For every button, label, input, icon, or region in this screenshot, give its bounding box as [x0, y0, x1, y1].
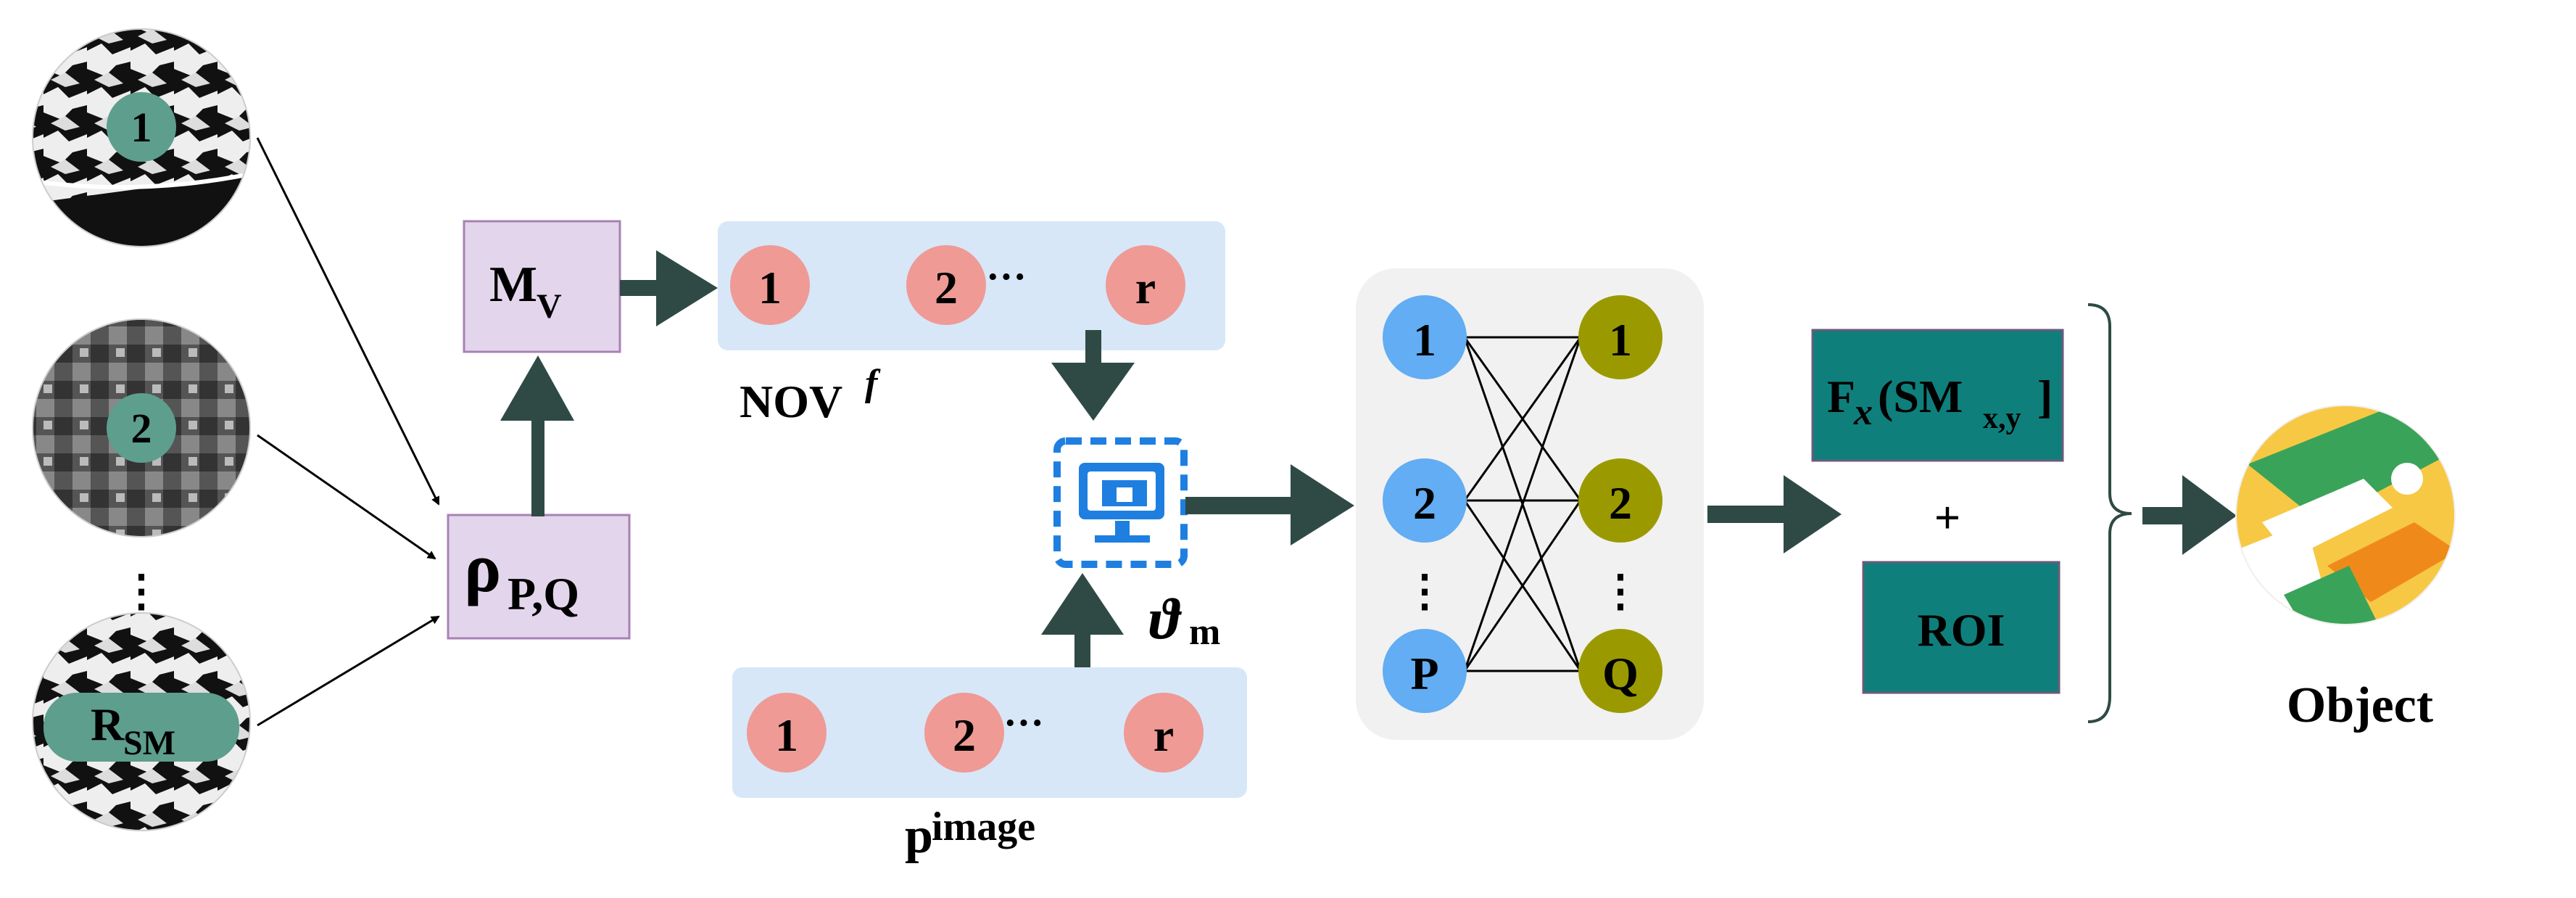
feature-f: F	[1827, 371, 1855, 422]
object-illustration	[2235, 405, 2456, 625]
net-left-node-p: P	[1410, 648, 1438, 699]
roi-box: ROI	[1862, 561, 2061, 694]
rho-subscript: P,Q	[508, 568, 579, 619]
net-right-dots: ⋮	[1599, 567, 1642, 615]
feature-x: x	[1853, 392, 1873, 433]
pimage-label-sup: image	[932, 804, 1035, 849]
input-image-2: 2	[32, 318, 251, 537]
nov-node-r: r	[1135, 262, 1156, 313]
vm-subscript: m	[1189, 611, 1220, 653]
net-right-node-2: 2	[1609, 477, 1632, 529]
plus-sign: +	[1934, 492, 1960, 543]
input-1-label: 1	[131, 104, 152, 151]
mv-main: M	[489, 257, 537, 313]
vm-icon	[1053, 437, 1188, 568]
right-brace	[2087, 303, 2132, 723]
arrow-rho-to-mv	[500, 355, 574, 516]
input-image-1: 1	[32, 28, 251, 247]
arrow-pimage-to-vm	[1041, 573, 1124, 676]
nov-label: NOV	[740, 376, 842, 427]
arrow-nov-to-vm	[1051, 330, 1135, 421]
net-left-dots: ⋮	[1403, 567, 1446, 615]
nov-node-2: 2	[935, 262, 958, 313]
mv-sub: V	[537, 287, 562, 326]
pimage-ellipsis: ···	[1003, 701, 1044, 746]
arrow-network-to-features	[1707, 475, 1842, 553]
net-right-node-q: Q	[1602, 648, 1639, 699]
pimage-node-r: r	[1154, 709, 1174, 761]
net-left-node-2: 2	[1413, 477, 1436, 529]
pimage-label-p: p	[905, 808, 933, 864]
pimage-node-2: 2	[953, 709, 976, 761]
nov-panel: 1 2 ··· r	[718, 221, 1225, 350]
network-panel: 1 2 ⋮ P 1 2 ⋮ Q	[1356, 268, 1704, 740]
mv-box: M V	[463, 220, 621, 353]
feature-close: ]	[2037, 371, 2053, 422]
input-r-sub: SM	[123, 724, 175, 762]
net-right-node-1: 1	[1609, 314, 1632, 366]
object-label: Object	[2287, 677, 2433, 733]
arrow-mv-to-nov	[620, 250, 718, 326]
roi-label: ROI	[1918, 604, 2005, 656]
feature-sub: x,y	[1983, 402, 2021, 435]
network-edges	[1463, 336, 1582, 672]
rho-box: ρ P,Q	[447, 514, 631, 640]
vm-symbol: ϑ	[1149, 588, 1183, 651]
pimage-panel: 1 2 ··· r	[732, 667, 1247, 798]
net-left-node-1: 1	[1413, 314, 1436, 366]
feature-open: (SM	[1878, 371, 1963, 422]
input-r-label: R	[91, 699, 125, 750]
arrow-to-object	[2142, 475, 2237, 555]
input-image-r: R SM	[32, 612, 251, 831]
nov-node-1: 1	[758, 262, 782, 313]
pimage-node-1: 1	[775, 709, 798, 761]
input-2-label: 2	[131, 405, 152, 452]
input-ellipsis: ⋮	[120, 567, 163, 615]
arrow-vm-to-network	[1185, 464, 1354, 545]
nov-ellipsis: ···	[986, 255, 1027, 300]
input-arrows	[256, 137, 440, 727]
rho-symbol: ρ	[464, 529, 501, 606]
feature-box: F x (SM x,y ]	[1811, 329, 2064, 462]
nov-label-superscript: f	[865, 363, 881, 404]
